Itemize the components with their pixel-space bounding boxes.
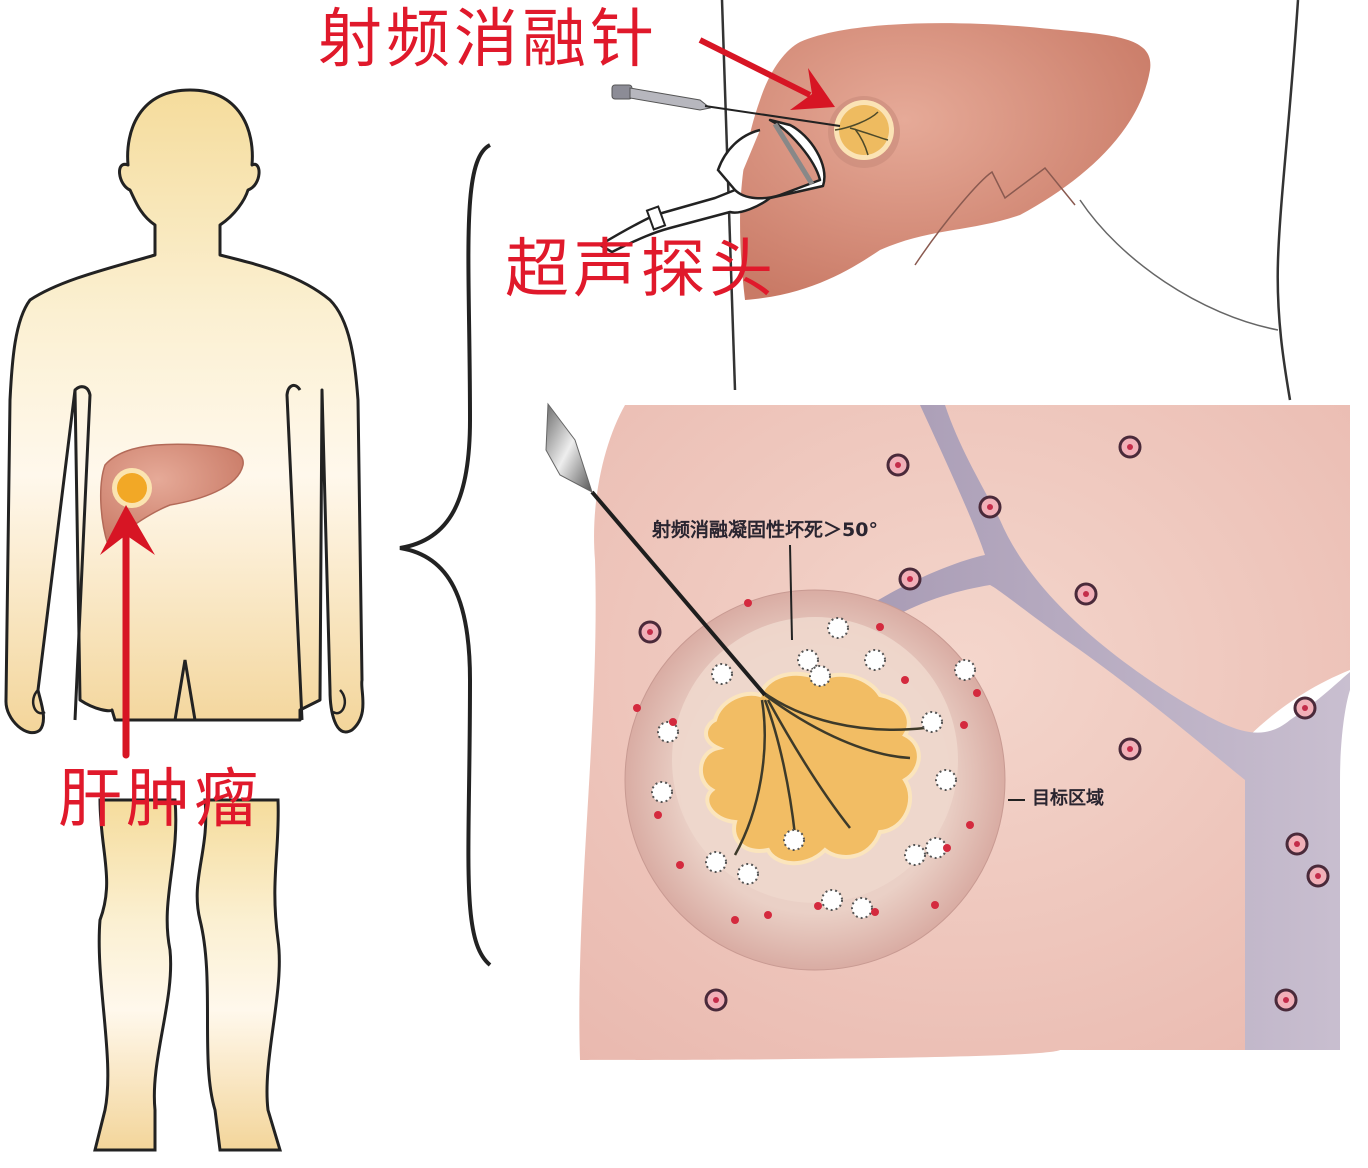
body-liver	[99, 443, 244, 547]
body-tumor	[117, 473, 147, 503]
needle-tip-icon	[545, 402, 593, 494]
liver-tumor-large	[839, 105, 889, 155]
large-liver	[740, 23, 1151, 301]
rfa-needle-icon	[611, 84, 841, 127]
tissue-cross-section	[545, 402, 1350, 1060]
red-arrow-icon	[100, 505, 155, 759]
target-zone-label: 目标区域	[1032, 788, 1104, 809]
curly-brace-icon	[399, 143, 492, 967]
cell-nuclei	[647, 444, 1321, 1003]
liver-tumor-label: 肝肿瘤	[58, 763, 262, 837]
ultrasound-probe-label: 超声探头	[505, 233, 777, 307]
coagulation-necrosis-label: 射频消融凝固性坏死＞50°	[652, 519, 878, 541]
human-body-figure	[4, 88, 365, 1152]
rfa-needle-label: 射频消融针	[318, 3, 658, 77]
ultrasound-probe-icon	[598, 118, 826, 254]
dead-cells	[651, 617, 976, 919]
red-arrow-icon	[698, 37, 835, 110]
red-dots	[633, 599, 981, 924]
